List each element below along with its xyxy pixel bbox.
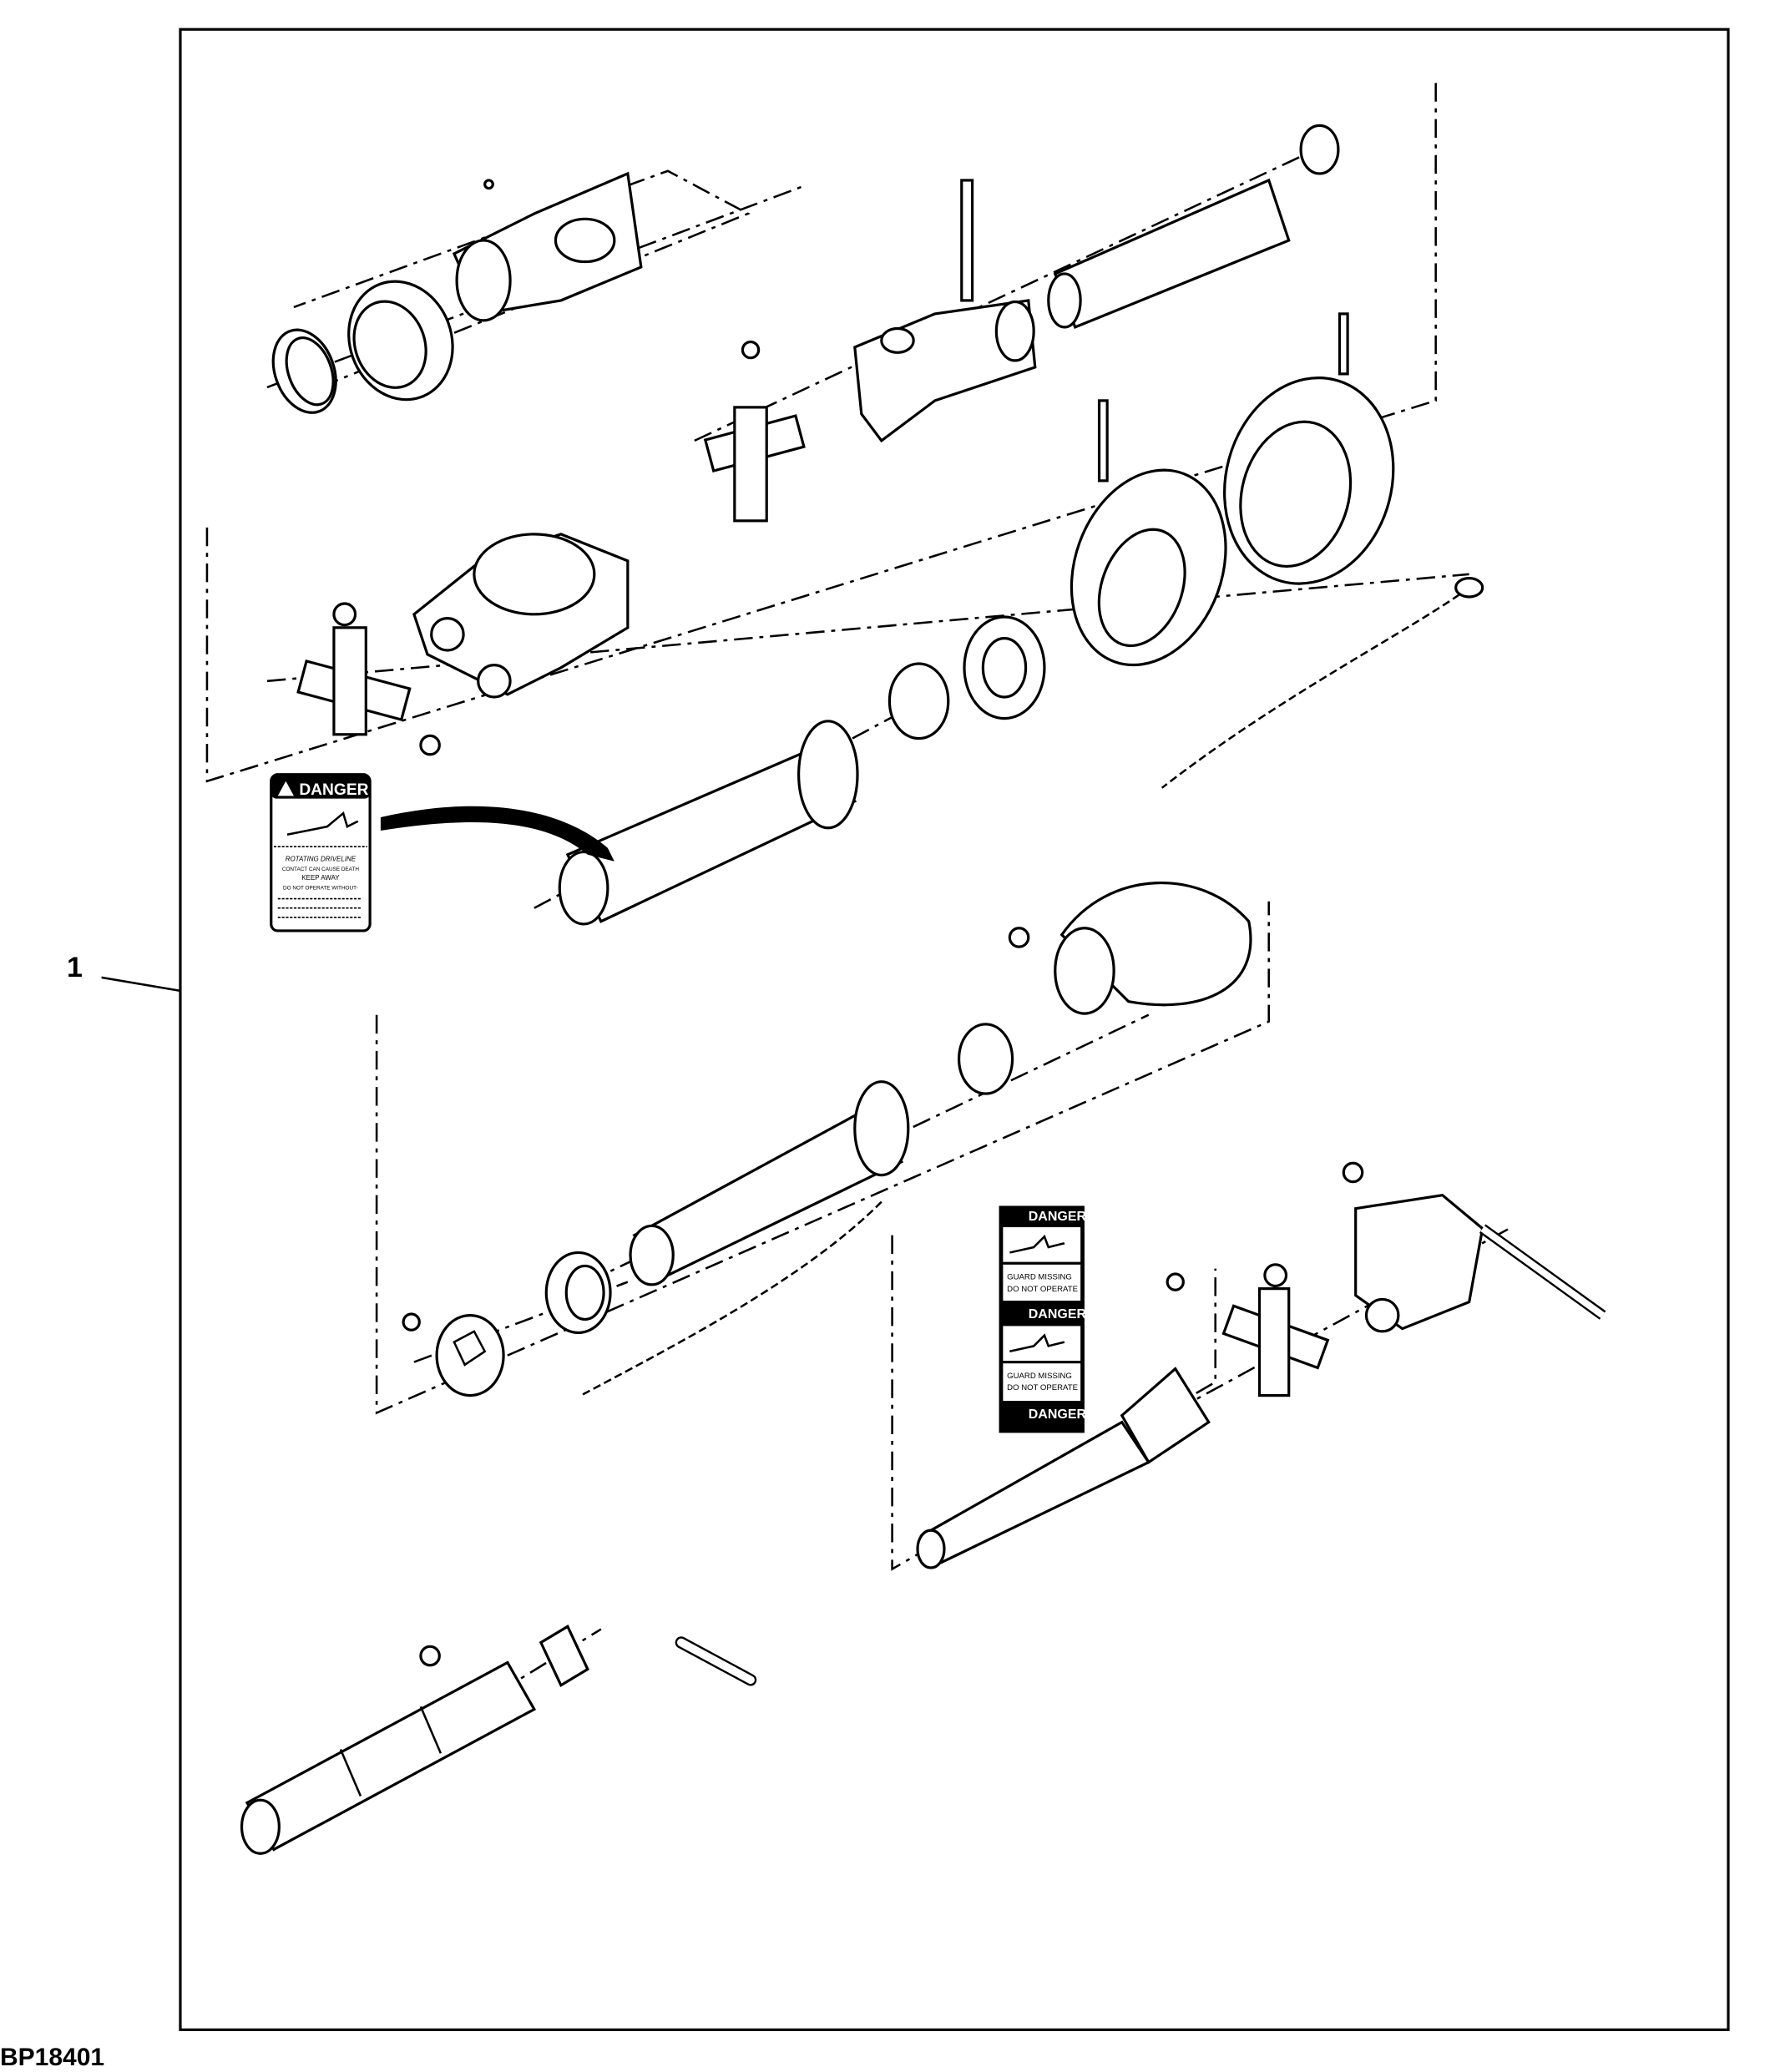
kit-frame [179,28,1730,2032]
figure-id: BP18401 [0,2044,105,2071]
guard-bell [1223,312,1395,585]
bearing-ring [347,280,454,402]
bearing-ring-2 [888,615,1046,740]
decal-header: DANGER [1029,1210,1087,1224]
cross-bearing-3 [1166,1263,1330,1397]
group-outline-middle [375,901,1270,1415]
guard-cone [1070,399,1227,667]
end-cap [1299,124,1340,175]
inner-profile-tube [1047,178,1291,330]
inner-shaft [240,1660,537,1855]
safety-chain [1161,586,1470,789]
danger-decal-guard-missing: DANGER GUARD MISSING DO NOT OPERATE DANG… [999,1205,1087,1433]
decal-text: ROTATING DRIVELINE [286,856,357,863]
callout-number: 1 [67,952,83,983]
bellows-guard [1008,882,1252,1015]
shield-yoke [412,533,630,699]
outer-yoke [853,179,1037,443]
bearing-ring-4 [544,1251,612,1335]
cross-bearing [703,340,806,523]
group-outline-upper [286,169,751,402]
decal-text: DO NOT OPERATE [1007,1285,1078,1294]
inner-guard-tube [629,1080,910,1286]
safety-chain-2 [580,1200,882,1397]
decal-header: DANGER [1029,1307,1087,1322]
roll-pin [675,1636,757,1686]
outer-guard-tube [558,720,859,926]
danger-decal-rotating-driveline: DANGER ROTATING DRIVELINE CONTACT CAN CA… [270,773,372,932]
decal-text: GUARD MISSING [1007,1272,1072,1281]
callout-leader [101,976,181,993]
decal-arrow [380,806,614,862]
cross-bearing-lower [296,602,441,756]
decal-text: GUARD MISSING [1007,1372,1072,1381]
guard-end-cap [402,1312,505,1397]
group-outline-top [205,79,1437,783]
decal-text: CONTACT CAN CAUSE DEATH [282,867,359,872]
inner-yoke [452,171,643,322]
outer-shaft-with-yoke [916,1367,1211,1569]
decal-header: DANGER [1029,1407,1087,1422]
decal-header: DANGER [299,781,368,799]
lock-collar [419,1625,589,1687]
yoke-with-bolt [1342,1161,1606,1333]
decal-text: DO NOT OPERATE WITHOUT- [283,885,358,891]
snap-ring [271,328,337,414]
bearing-ring-3 [957,1023,1014,1095]
decal-text: KEEP AWAY [301,874,340,882]
decal-text: DO NOT OPERATE [1007,1383,1078,1392]
